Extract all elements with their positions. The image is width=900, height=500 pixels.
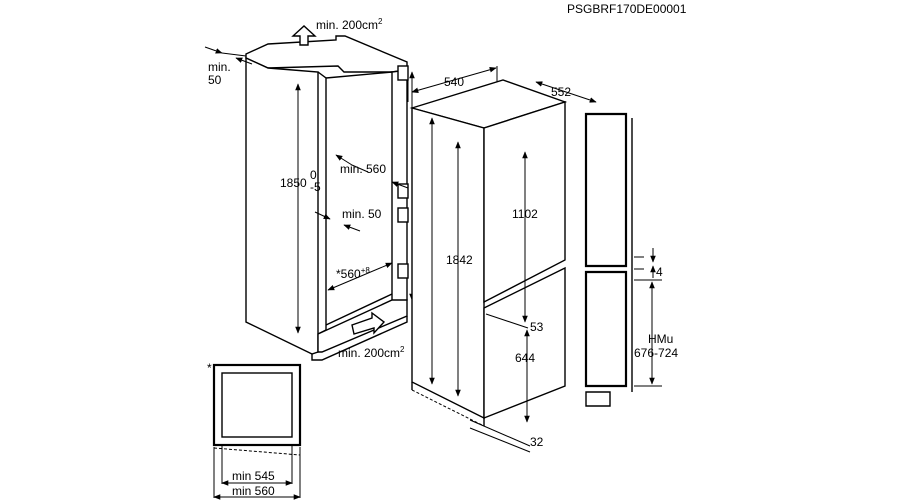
section-min-outer: min 560 bbox=[232, 484, 275, 498]
upper-door-label: 1102 bbox=[512, 207, 538, 221]
depth-min-label: min. bbox=[208, 60, 231, 74]
base-label: 32 bbox=[530, 435, 544, 449]
drawing-code: PSGBRF170DE00001 bbox=[567, 2, 687, 16]
vent-top-arrow bbox=[291, 25, 317, 46]
appliance-width-label: 540 bbox=[444, 75, 464, 89]
hmu-range: 676-724 bbox=[634, 346, 678, 360]
niche-height-tol-minus: -5 bbox=[310, 180, 321, 194]
lower-door-label: 644 bbox=[515, 351, 535, 365]
back-gap-label: min. 50 bbox=[342, 207, 382, 221]
appliance-total-height-label: 1842 bbox=[446, 253, 473, 267]
section-marker: * bbox=[207, 361, 212, 375]
door-gap-label: 53 bbox=[530, 320, 544, 334]
vent-bottom-label: min. 200cm2 bbox=[338, 345, 405, 360]
niche-height-label: 1850 bbox=[280, 176, 307, 190]
niche-height-tol-plus: 0 bbox=[310, 168, 317, 182]
appliance-body bbox=[409, 79, 568, 427]
hmu-label: HMu bbox=[648, 332, 673, 346]
niche-cabinet bbox=[245, 35, 409, 361]
vent-bottom-arrow bbox=[351, 311, 386, 335]
section-detail bbox=[212, 363, 302, 456]
appliance-depth-label: 552 bbox=[551, 85, 571, 99]
inner-depth-label: min. 560 bbox=[340, 162, 386, 176]
side-view bbox=[584, 112, 633, 407]
section-min-inner: min 545 bbox=[232, 469, 275, 483]
side-gap-label: 4 bbox=[656, 265, 663, 279]
depth-min-value: 50 bbox=[208, 73, 222, 87]
vent-top-label: min. 200cm2 bbox=[316, 17, 383, 32]
niche-width-label: *560+8 bbox=[336, 266, 370, 281]
